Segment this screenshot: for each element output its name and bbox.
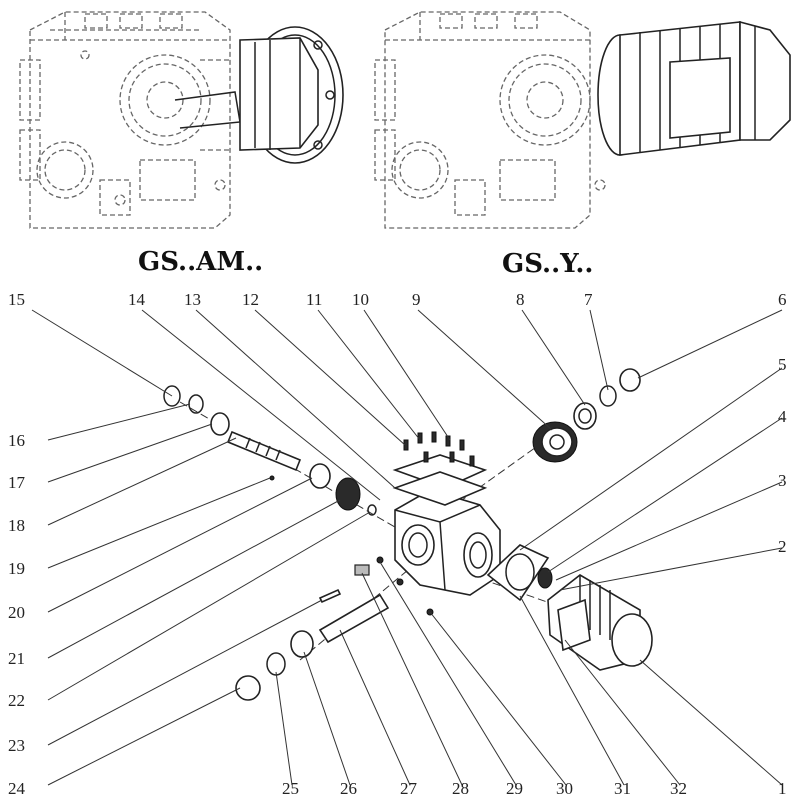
callout-20: 20 — [8, 603, 25, 622]
bearing-8 — [573, 402, 597, 430]
callout-1: 1 — [778, 779, 787, 798]
variant-label-am: GS..AM.. — [138, 247, 263, 277]
worm-gear — [532, 421, 578, 463]
variant-am-illustration — [19, 11, 344, 229]
callout-31: 31 — [614, 779, 631, 798]
motor-1 — [547, 574, 653, 671]
seal-24 — [235, 675, 261, 701]
callout-32: 32 — [670, 779, 687, 798]
exploded-view — [163, 368, 653, 701]
callout-2: 2 — [778, 537, 787, 556]
callout-24: 24 — [8, 779, 26, 798]
gear-20 — [335, 477, 361, 511]
output-shaft — [318, 593, 390, 644]
circlip-7 — [599, 385, 617, 407]
callout-25: 25 — [282, 779, 299, 798]
seal-15 — [163, 385, 181, 407]
key-28 — [354, 564, 370, 576]
callout-26: 26 — [340, 779, 357, 798]
worm-shaft — [226, 430, 302, 472]
end-cap-6 — [619, 368, 641, 392]
callout-28: 28 — [452, 779, 469, 798]
callout-10: 10 — [352, 290, 369, 309]
callout-21: 21 — [8, 649, 25, 668]
callout-30: 30 — [556, 779, 573, 798]
callout-17: 17 — [8, 473, 26, 492]
callout-7: 7 — [584, 290, 593, 309]
callout-19: 19 — [8, 559, 25, 578]
callout-9: 9 — [412, 290, 421, 309]
gearbox-housing — [394, 489, 501, 596]
callout-5: 5 — [778, 355, 787, 374]
pinion-4 — [537, 567, 553, 589]
variant-label-y: GS..Y.. — [502, 249, 593, 279]
callout-22: 22 — [8, 691, 25, 710]
bearing-19 — [309, 463, 331, 489]
callout-29: 29 — [506, 779, 523, 798]
gasket-5 — [486, 544, 550, 602]
callout-23: 23 — [8, 736, 25, 755]
callout-6: 6 — [778, 290, 787, 309]
callout-13: 13 — [184, 290, 201, 309]
variant-y-illustration — [374, 11, 791, 229]
cover-plate — [392, 431, 488, 506]
key-22 — [318, 588, 342, 604]
bearing-17 — [210, 412, 230, 436]
callout-8: 8 — [516, 290, 525, 309]
callout-14: 14 — [128, 290, 146, 309]
leader-lines — [31, 309, 783, 786]
circlip-16 — [188, 394, 204, 414]
callout-27: 27 — [400, 779, 418, 798]
callout-labels: 1 2 3 4 5 6 7 8 9 10 11 12 13 14 15 16 1… — [8, 290, 787, 798]
callout-4: 4 — [778, 407, 787, 426]
ring-21 — [367, 504, 377, 516]
callout-16: 16 — [8, 431, 25, 450]
callout-18: 18 — [8, 516, 25, 535]
callout-11: 11 — [306, 290, 322, 309]
bearing-26 — [290, 630, 314, 658]
circlip-25 — [266, 652, 286, 676]
callout-3: 3 — [778, 471, 787, 490]
callout-12: 12 — [242, 290, 259, 309]
callout-15: 15 — [8, 290, 25, 309]
